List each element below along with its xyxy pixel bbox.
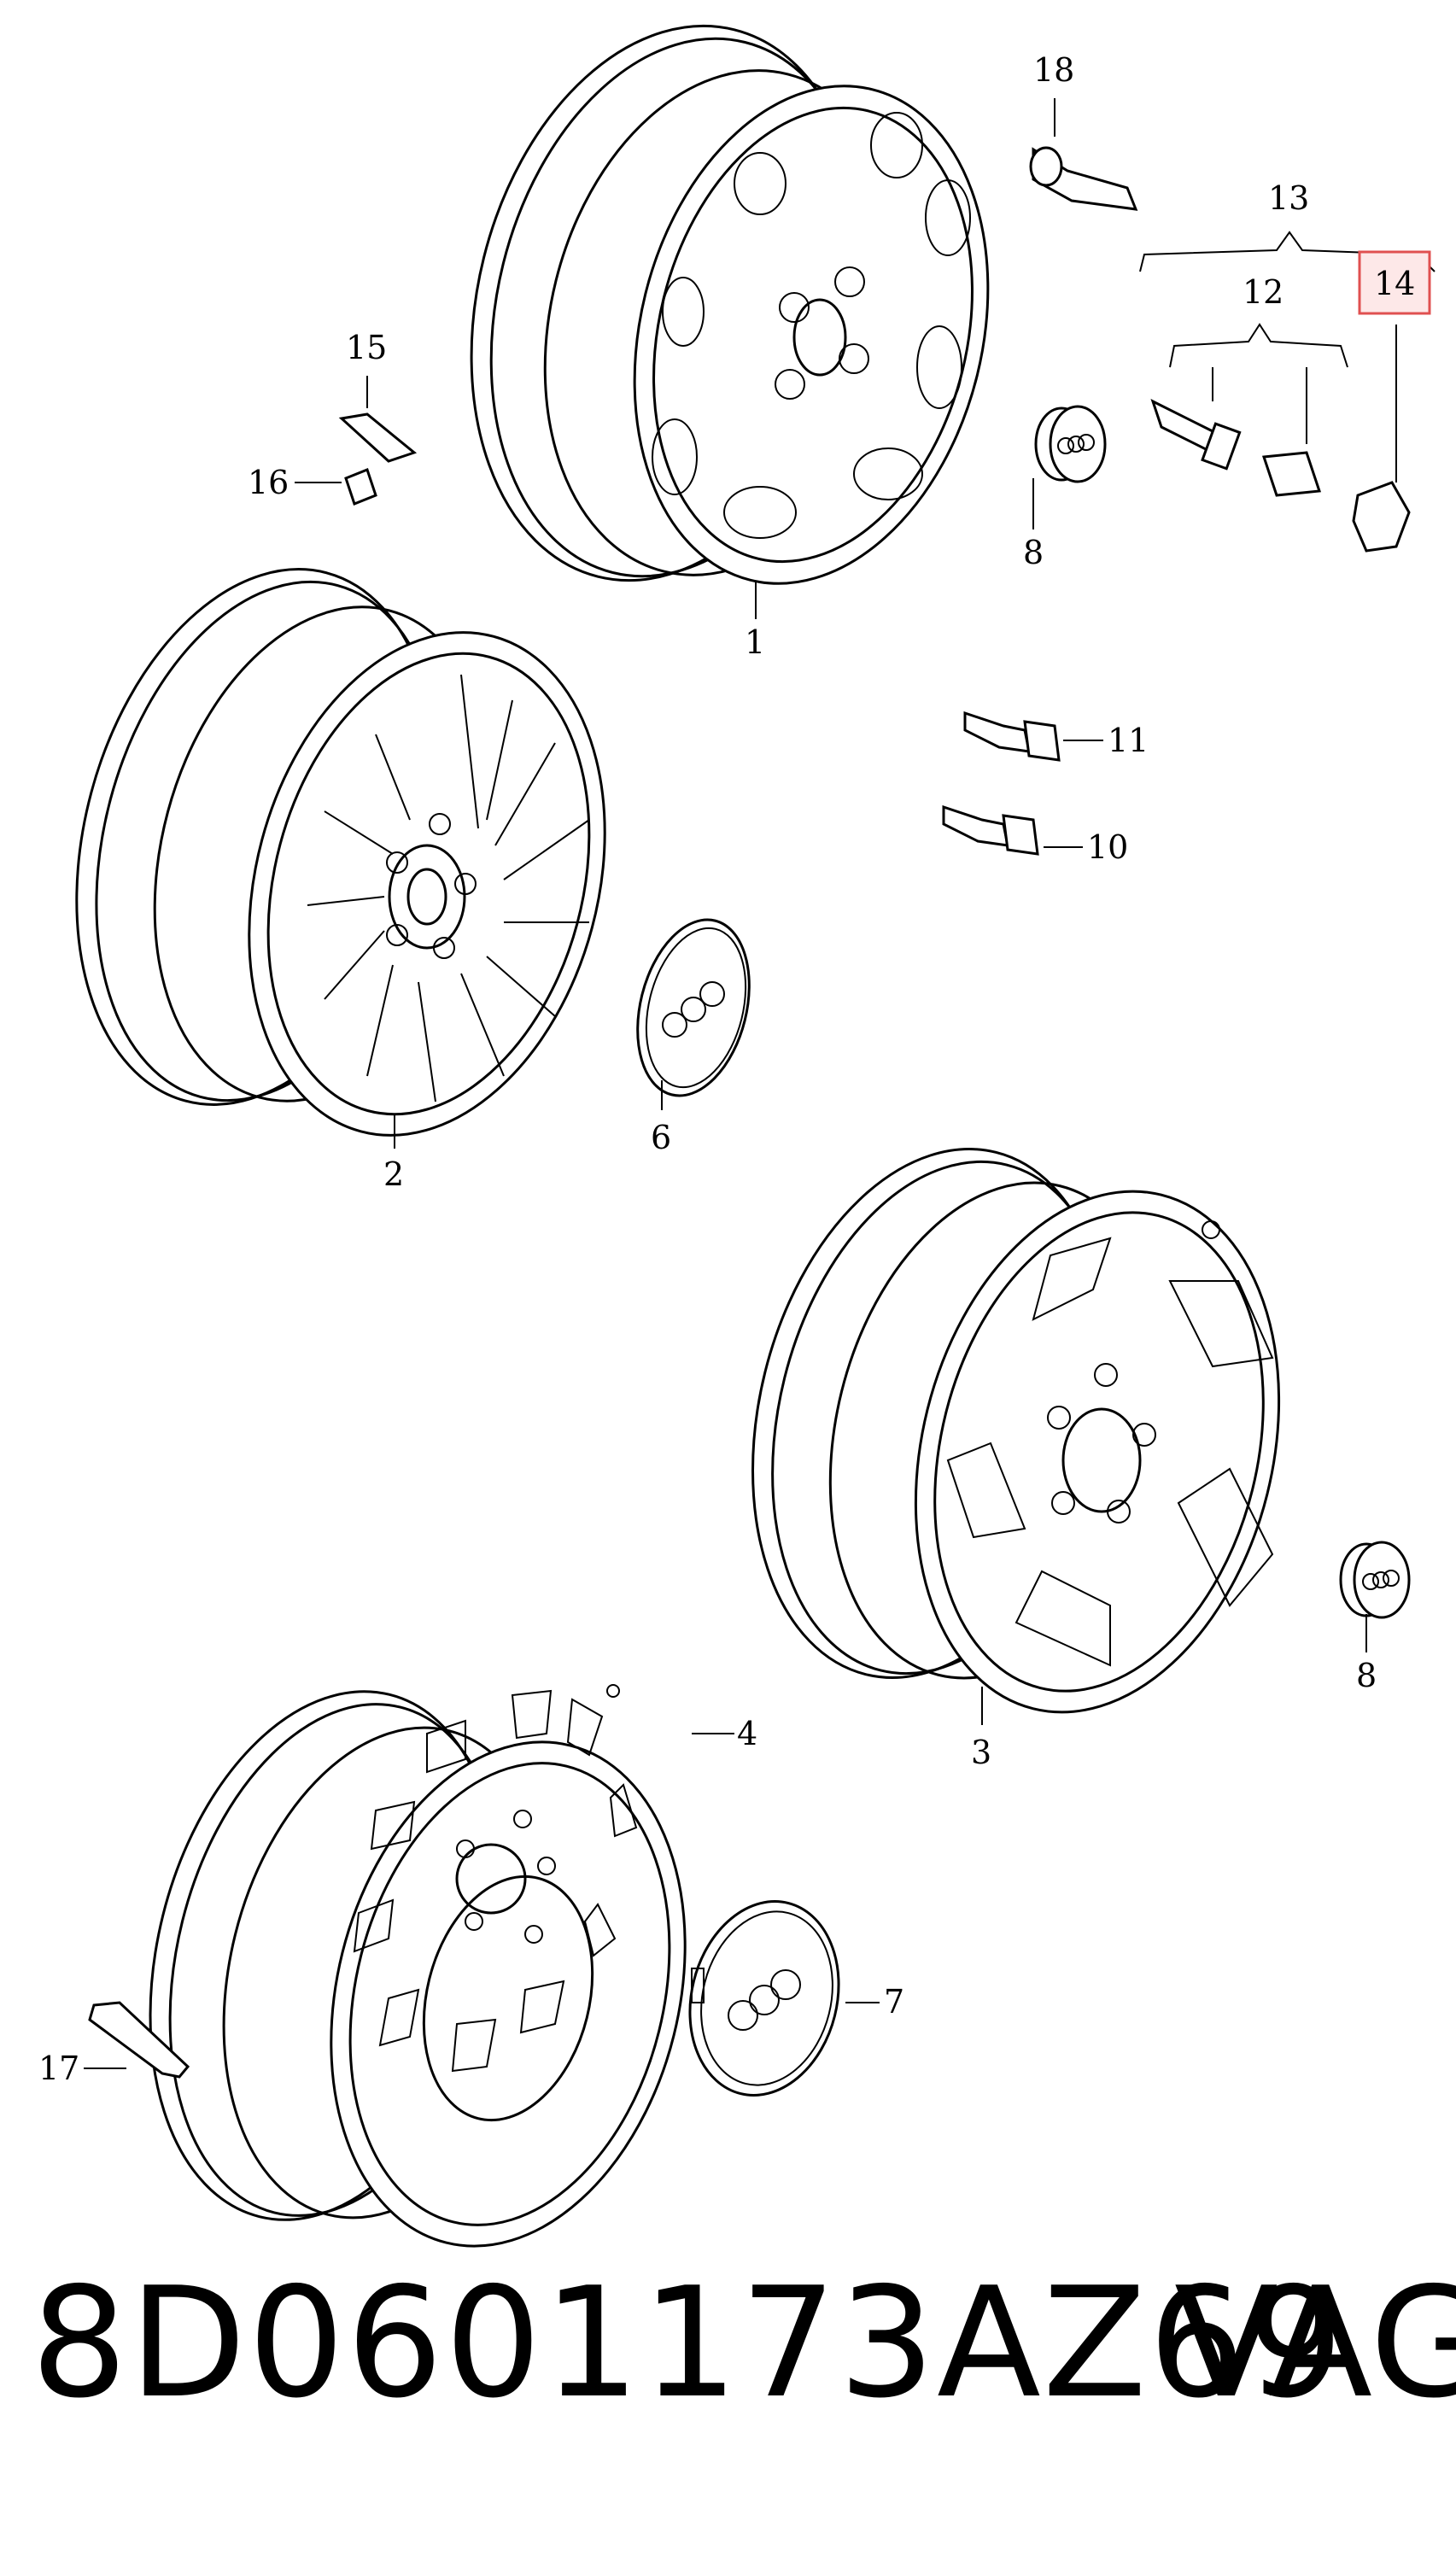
clip-15 — [338, 412, 418, 463]
callout-15: 15 — [346, 329, 387, 366]
center-cap-8-right — [1339, 1541, 1411, 1619]
bolt-10 — [942, 804, 1039, 856]
callout-8-top: 8 — [1023, 534, 1044, 571]
callout-1: 1 — [745, 623, 765, 661]
bolt-11 — [963, 711, 1061, 762]
callout-18: 18 — [1033, 51, 1074, 89]
nut-14 — [1352, 481, 1411, 553]
brand-label: VAG — [1174, 2255, 1456, 2431]
callout-7: 7 — [884, 1983, 904, 2021]
wheel-4 — [149, 1684, 687, 2248]
callout-8-right: 8 — [1356, 1657, 1377, 1694]
clip-16 — [344, 468, 377, 506]
nut-12 — [1261, 451, 1322, 497]
wheel-3 — [751, 1148, 1281, 1714]
callout-11: 11 — [1108, 722, 1149, 759]
callout-16: 16 — [248, 464, 289, 501]
callout-10: 10 — [1087, 828, 1128, 866]
wheel-1 — [470, 24, 990, 585]
center-cap-8-top — [1034, 405, 1107, 483]
wheel-2 — [75, 568, 606, 1137]
callout-3: 3 — [971, 1734, 991, 1771]
callout-2: 2 — [383, 1155, 404, 1193]
part-number: 8D0601173AZ69 — [31, 2255, 1346, 2431]
valve-18 — [1029, 146, 1138, 211]
callout-13: 13 — [1268, 179, 1309, 217]
hub-cap-7 — [688, 1900, 840, 2097]
callout-12: 12 — [1243, 273, 1284, 311]
callout-4: 4 — [737, 1715, 757, 1752]
hub-cap-6 — [636, 918, 751, 1097]
callout-6: 6 — [651, 1119, 671, 1156]
wheel-bolt-12 — [1150, 399, 1242, 471]
callout-17: 17 — [38, 2050, 79, 2087]
callout-14-highlight: 14 — [1358, 250, 1431, 315]
callout-14: 14 — [1374, 265, 1415, 302]
balance-weight-17 — [88, 2001, 190, 2079]
